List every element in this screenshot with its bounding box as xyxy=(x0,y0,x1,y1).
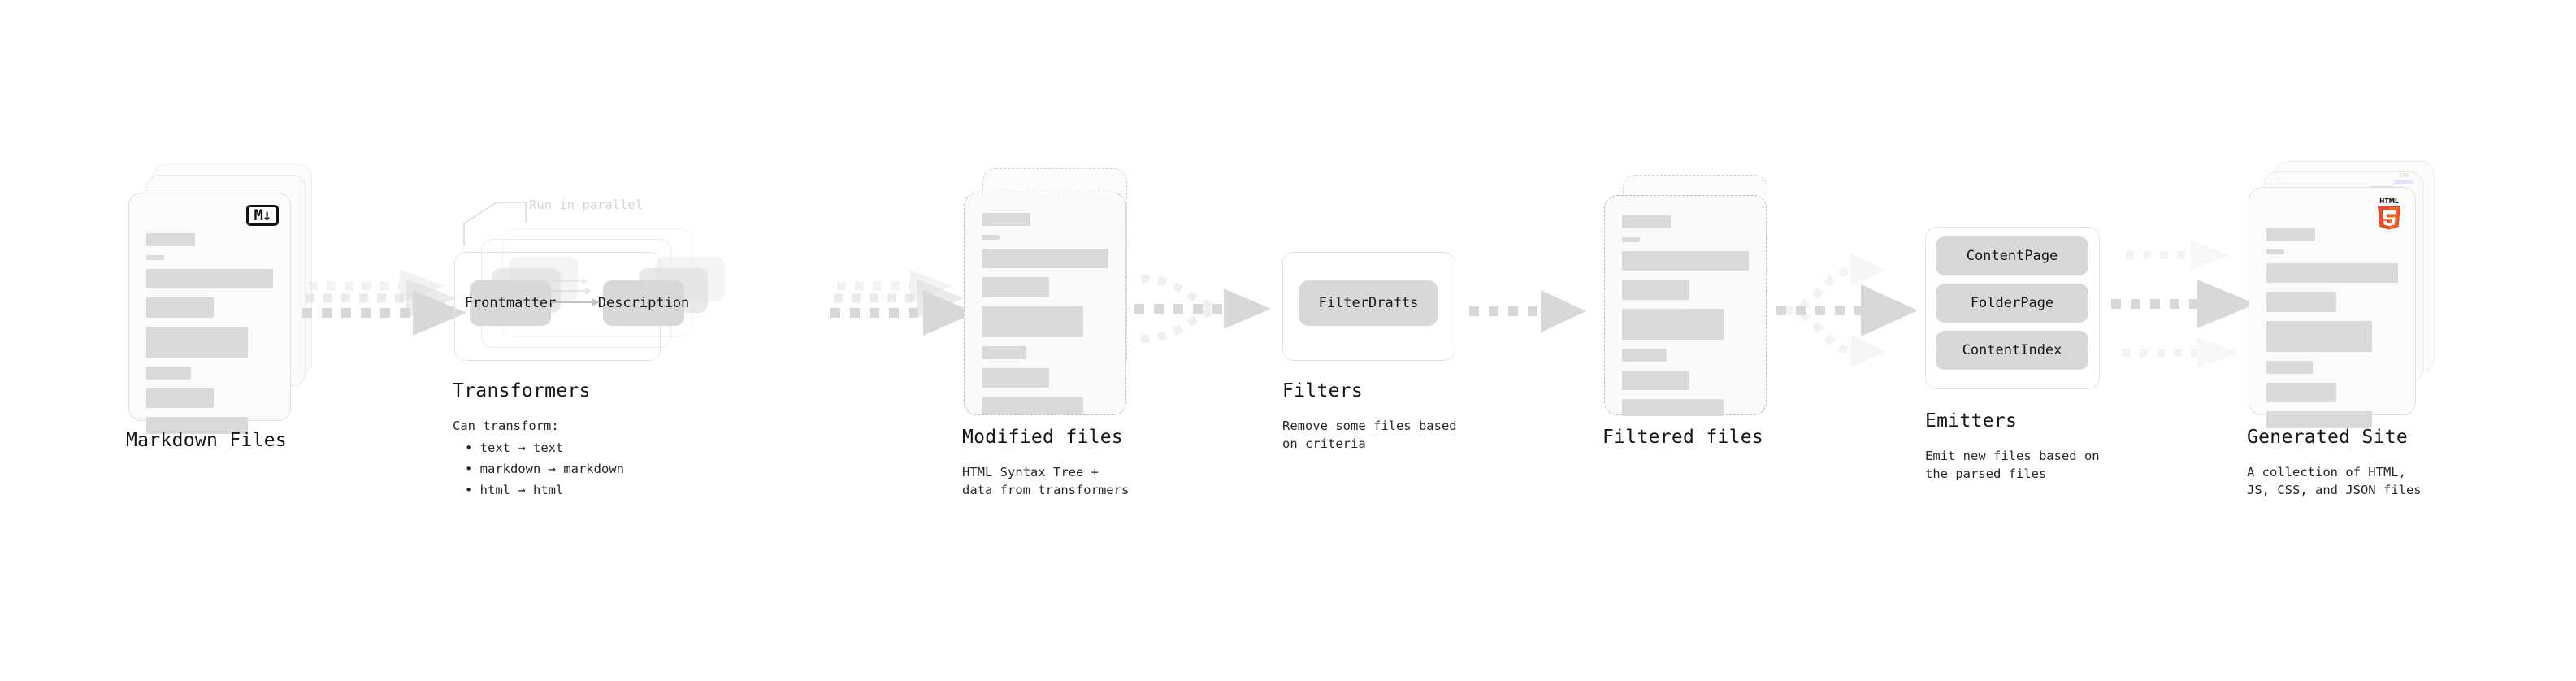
stage-title-filtered-files: Filtered files xyxy=(1602,427,1764,448)
filtered-card-bars xyxy=(1622,215,1749,425)
doc-bar xyxy=(2266,292,2336,312)
stage-title-markdown-files: Markdown Files xyxy=(126,430,288,451)
doc-bar xyxy=(982,306,1083,337)
doc-bar xyxy=(1622,237,1640,242)
doc-bar xyxy=(1622,280,1689,300)
markdown-badge: M↓ xyxy=(246,205,279,226)
connector-frontmatter-to-description xyxy=(551,278,600,306)
stage-title-filters: Filters xyxy=(1282,380,1364,401)
doc-bar xyxy=(2266,263,2398,283)
filtered-card-front xyxy=(1604,195,1767,416)
site-card-front: HTML xyxy=(2249,187,2416,428)
filters-description: Remove some files based on criteria xyxy=(1282,419,1457,451)
connector-filters-to-filtered xyxy=(1469,290,1586,332)
stage-title-emitters: Emitters xyxy=(1925,410,2018,432)
run-in-parallel-label: Run in parallel xyxy=(529,197,643,212)
doc-bar xyxy=(1622,309,1724,340)
doc-bar xyxy=(982,346,1026,359)
transformers-bullet-0: • text → text xyxy=(465,440,564,455)
doc-bar xyxy=(2266,411,2372,428)
emitters-description: Emit new files based on the parsed files xyxy=(1925,449,2100,481)
doc-bar xyxy=(146,255,164,260)
doc-bar xyxy=(1622,349,1667,362)
stage-title-generated-site: Generated Site xyxy=(2247,427,2409,448)
emitter-chip-contentindex[interactable]: ContentIndex xyxy=(1936,331,2088,370)
connector-modified-to-filters xyxy=(1134,275,1271,343)
emitter-chip-contentpage[interactable]: ContentPage xyxy=(1936,236,2088,275)
doc-bar xyxy=(2266,383,2336,402)
stage-title-modified-files: Modified files xyxy=(962,427,1124,448)
html5-badge: HTML xyxy=(2378,197,2400,230)
emitters-panel xyxy=(1925,227,2100,389)
doc-bar xyxy=(2266,249,2284,254)
emitter-chip-folderpage[interactable]: FolderPage xyxy=(1936,284,2088,323)
filters-panel xyxy=(1282,252,1455,361)
transformer-chip-frontmatter[interactable]: Frontmatter xyxy=(465,280,556,326)
doc-bar xyxy=(146,367,191,380)
svg-text:HTML: HTML xyxy=(2379,197,2399,205)
doc-bar xyxy=(2266,228,2315,241)
transformers-bullet-2: • html → html xyxy=(465,483,564,497)
connector-emitters-to-site xyxy=(2111,241,2256,367)
doc-bar xyxy=(146,233,195,246)
modified-card-front xyxy=(964,193,1126,415)
markdown-card-bars xyxy=(146,233,273,443)
modified-card-bars xyxy=(982,213,1108,423)
doc-bar xyxy=(982,235,1000,240)
connector-markdown-to-transformers xyxy=(302,270,466,336)
doc-bar xyxy=(146,327,248,358)
filter-chip-filterdrafts[interactable]: FilterDrafts xyxy=(1299,280,1438,326)
doc-bar xyxy=(146,269,273,288)
markdown-card-front: M↓ xyxy=(128,193,291,434)
doc-bar xyxy=(1622,251,1749,271)
doc-bar xyxy=(982,368,1049,388)
modified-files-description: HTML Syntax Tree + data from transformer… xyxy=(962,465,1130,497)
doc-bar xyxy=(1622,371,1689,390)
doc-bar xyxy=(2266,361,2313,374)
generated-site-description: A collection of HTML, JS, CSS, and JSON … xyxy=(2247,465,2422,497)
doc-bar xyxy=(146,297,214,318)
stage-title-transformers: Transformers xyxy=(453,380,591,401)
doc-bar xyxy=(146,388,214,408)
connector-transformers-to-modified xyxy=(830,270,975,336)
doc-bar xyxy=(1622,399,1724,416)
doc-bar xyxy=(1622,215,1671,228)
doc-bar xyxy=(146,417,248,434)
run-in-parallel-leader xyxy=(463,202,527,246)
transformers-description: Can transform: xyxy=(453,419,559,433)
doc-bar xyxy=(982,277,1049,297)
doc-bar xyxy=(982,249,1108,268)
site-card-bars xyxy=(2266,228,2398,437)
connector-filtered-to-emitters xyxy=(1776,254,1918,367)
doc-bar xyxy=(2266,321,2372,352)
doc-bar xyxy=(982,397,1083,414)
transformers-bullet-1: • markdown → markdown xyxy=(465,462,624,476)
transformer-chip-description[interactable]: Description xyxy=(598,280,689,326)
doc-bar xyxy=(982,213,1030,226)
